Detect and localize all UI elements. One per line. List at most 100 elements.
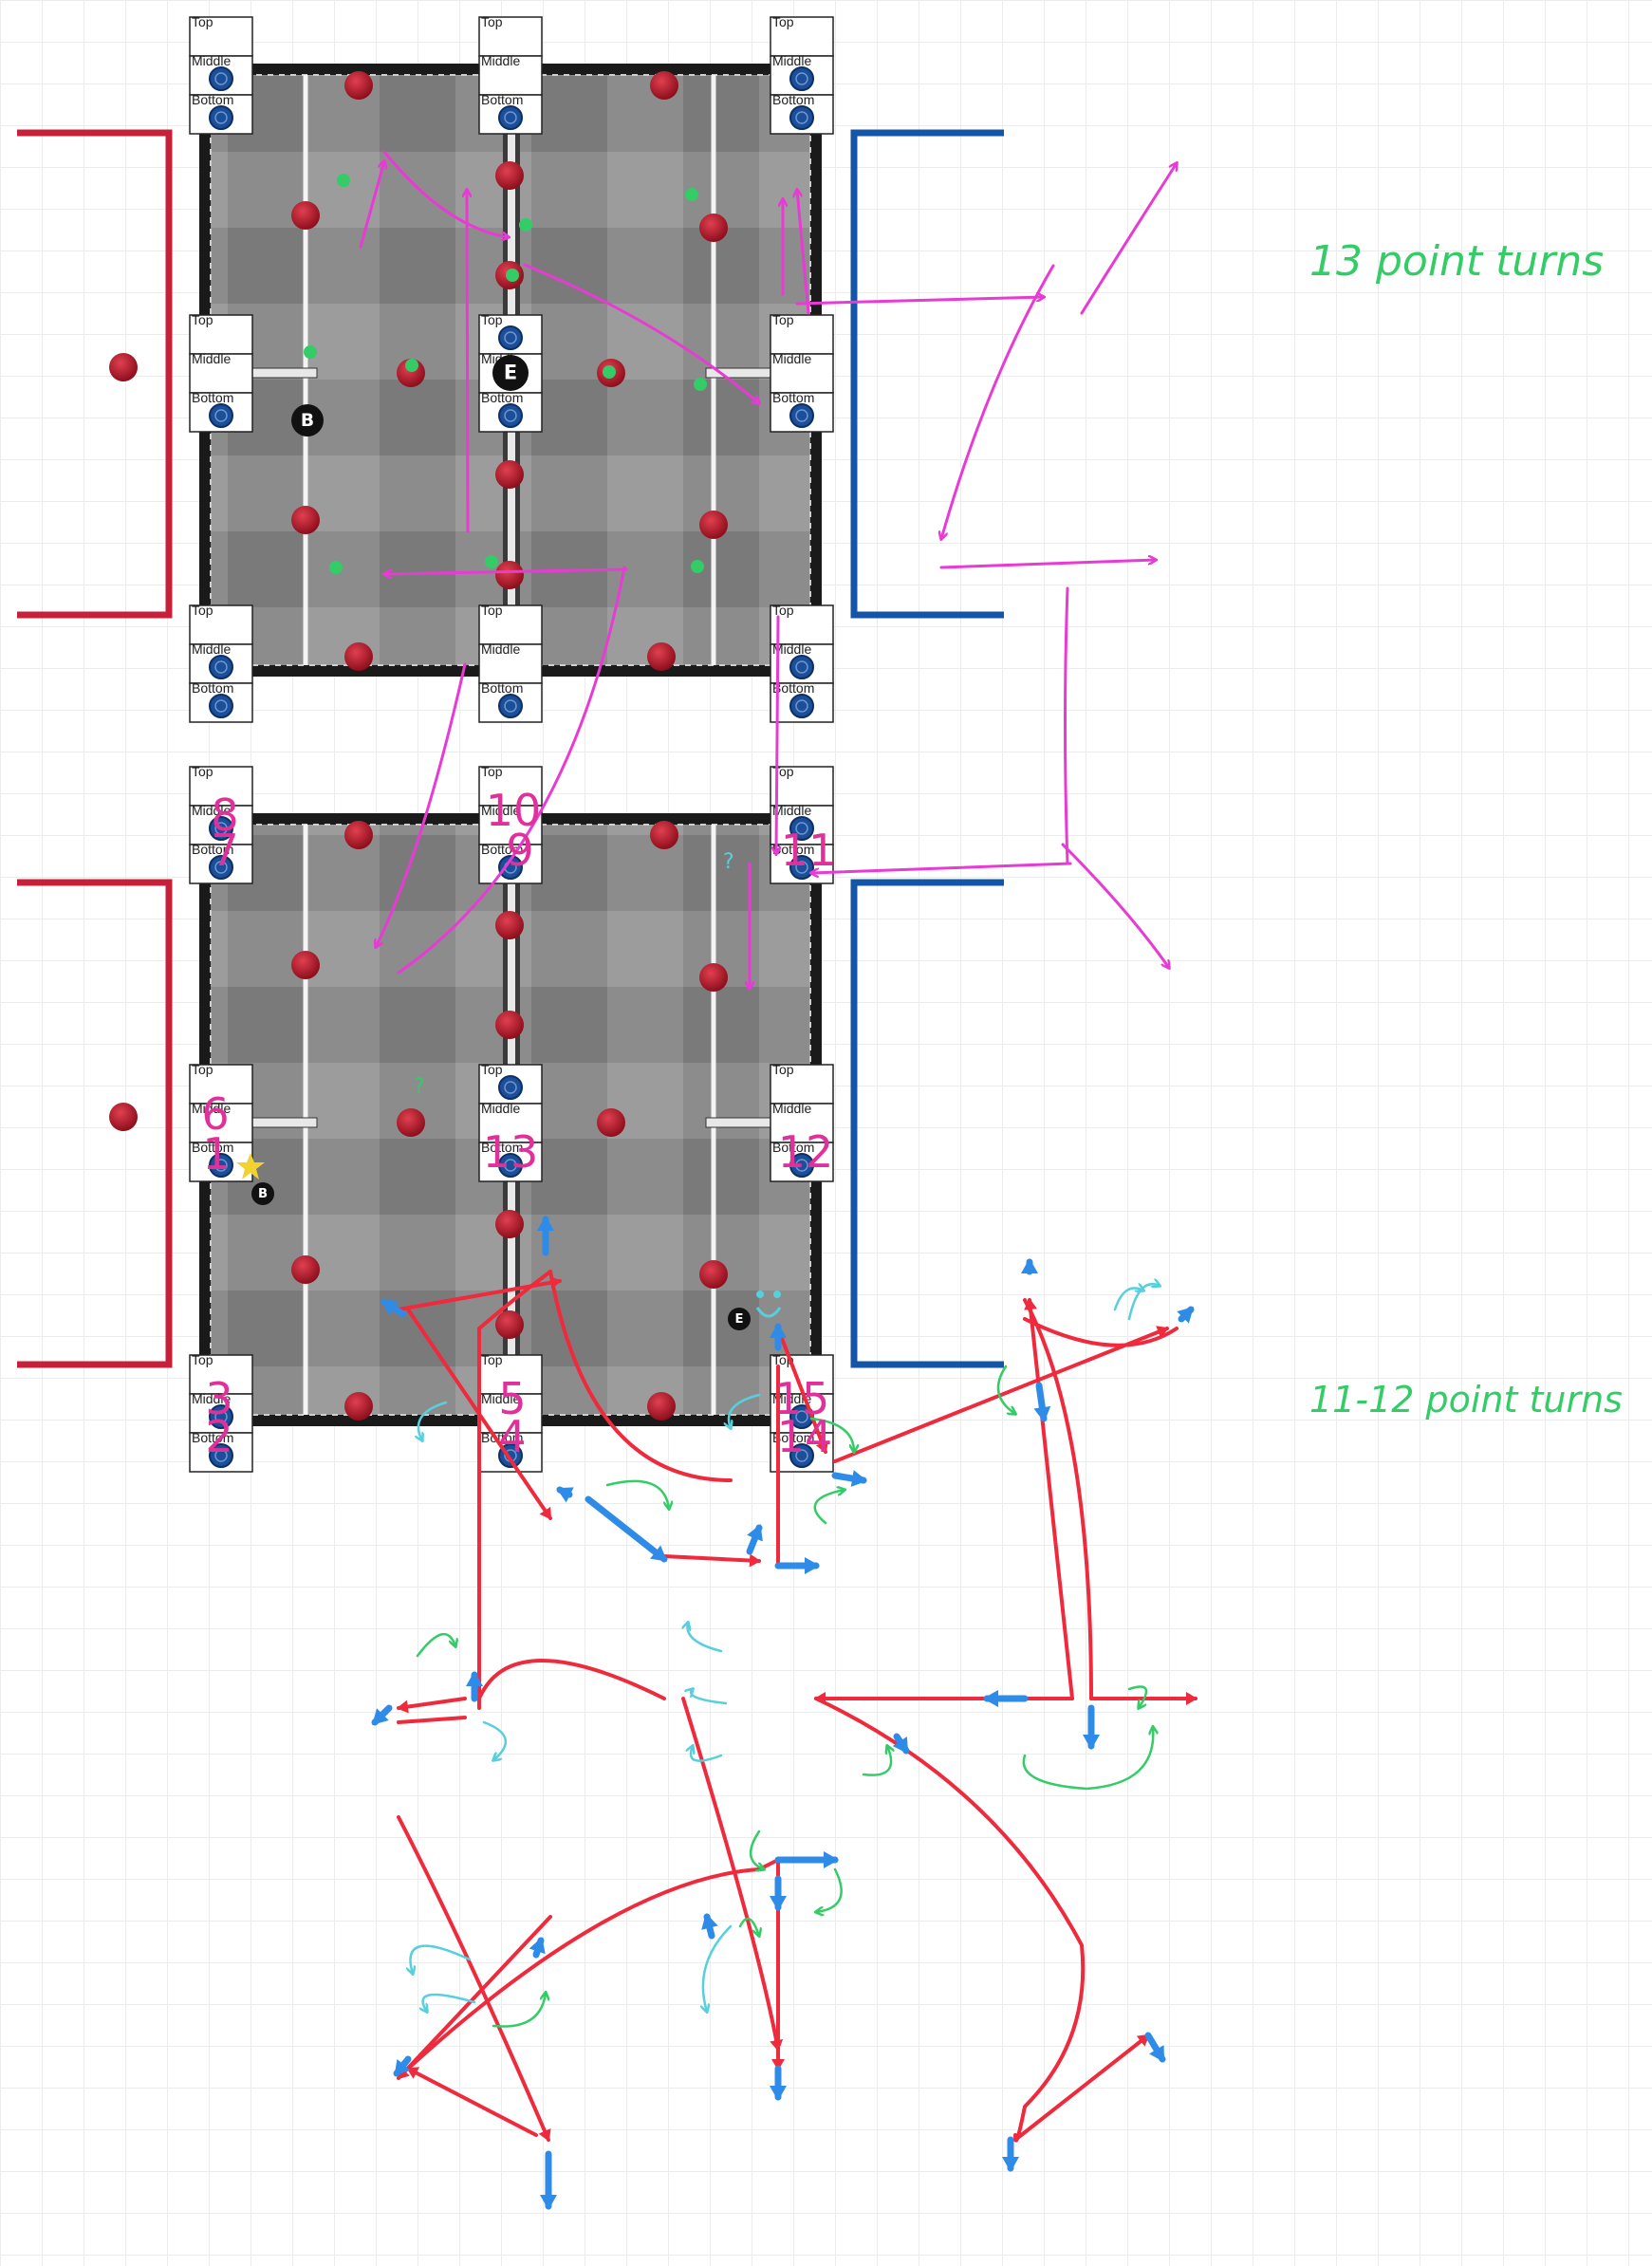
red-ball (495, 561, 524, 589)
goal-slot-label: Top (192, 764, 213, 779)
route-segment (776, 617, 778, 854)
route-segment (1082, 163, 1177, 313)
red-ball (109, 1103, 138, 1131)
svg-text:11-12 point turns: 11-12 point turns (1309, 1379, 1623, 1421)
blue-disc (499, 695, 522, 717)
smiley-eye (756, 1291, 764, 1298)
note-top-text: 13 point turns (1309, 223, 1632, 299)
heading-arrow (835, 1476, 863, 1480)
blue-disc (210, 67, 232, 90)
heading-arrow (375, 1708, 389, 1722)
position-marker-label: B (301, 411, 314, 431)
question-mark: ? (414, 1075, 425, 1099)
side-barrier (252, 1118, 317, 1127)
goal-slot-label: Middle (192, 641, 231, 657)
turn-arc (484, 1722, 506, 1760)
goal-slot-label: Middle (192, 351, 231, 366)
goal-slot-label: Bottom (772, 92, 814, 107)
blue-disc (790, 106, 813, 129)
turn-point (337, 174, 350, 187)
note-bottom-text: 11-12 point turns (1309, 1366, 1632, 1433)
turn-arc (691, 1746, 721, 1761)
red-ball (495, 911, 524, 939)
red-ball (495, 1011, 524, 1039)
goal-tower: TopMiddleBottom (479, 14, 542, 134)
goal-slot-label: Middle (192, 53, 231, 68)
red-ball (291, 201, 320, 230)
heading-arrow (750, 1528, 759, 1551)
goal-slot-label: Top (772, 312, 794, 327)
red-ball (344, 71, 373, 100)
red-ball (647, 1392, 676, 1421)
blue-alliance-zone (854, 133, 1004, 615)
heading-arrow (1148, 2035, 1162, 2059)
position-marker-label: E (734, 1312, 743, 1327)
blue-disc (790, 67, 813, 90)
blue-disc (499, 106, 522, 129)
goal-tower: TopMiddleBottom (190, 312, 252, 432)
route-segment (479, 1661, 664, 1699)
blue-disc (210, 404, 232, 427)
position-marker-label: B (258, 1187, 268, 1201)
goal-sequence-number: 11 (781, 825, 837, 876)
goal-tower: TopMiddleBottom (190, 603, 252, 722)
goal-slot-label: Middle (772, 53, 811, 68)
position-marker: B (251, 1182, 274, 1205)
turn-arc (703, 1926, 731, 2012)
route-segment (797, 297, 1044, 304)
turn-point (329, 561, 343, 574)
turn-point (506, 269, 519, 282)
goal-slot-label: Top (192, 1062, 213, 1077)
goal-slot-label: Top (192, 1352, 213, 1367)
heading-arrow (707, 1917, 712, 1936)
goal-sequence-number: 14 (777, 1411, 833, 1462)
red-ball (397, 1108, 425, 1137)
red-ball (647, 642, 676, 671)
turn-point (691, 560, 704, 573)
goal-tower: TopMiddleBottom (479, 603, 542, 722)
goal-slot-label: Top (192, 603, 213, 618)
goal-sequence-number: 2 (205, 1411, 232, 1462)
route-segment (941, 560, 1156, 567)
red-ball (650, 821, 678, 849)
red-ball (699, 1260, 728, 1289)
goal-sequence-number: 12 (778, 1126, 834, 1178)
red-alliance-zone (17, 882, 169, 1365)
red-ball (597, 1108, 625, 1137)
position-marker-label: E (504, 362, 517, 384)
side-barrier (706, 1118, 770, 1127)
red-ball (495, 161, 524, 190)
turn-point (694, 378, 707, 391)
goal-slot-label: Middle (481, 641, 520, 657)
blue-disc (210, 656, 232, 678)
turn-arc (816, 1869, 842, 1912)
question-mark: ? (723, 850, 734, 874)
side-barrier (252, 368, 317, 378)
goal-tower: TopMiddleBottom (770, 14, 833, 134)
route-segment (408, 2069, 536, 2135)
red-ball (344, 642, 373, 671)
red-ball (495, 460, 524, 489)
goal-slot-label: Middle (481, 53, 520, 68)
blue-disc (790, 656, 813, 678)
goal-sequence-number: 13 (483, 1126, 539, 1178)
blue-disc (210, 106, 232, 129)
route-segment (941, 266, 1053, 539)
turn-arc (607, 1481, 669, 1509)
route-segment (399, 1718, 465, 1722)
turn-point (405, 359, 418, 372)
goal-tower: TopMiddleBottom (190, 14, 252, 134)
red-ball (291, 1255, 320, 1284)
red-ball (699, 511, 728, 539)
turn-arc (815, 1490, 845, 1523)
red-ball (495, 1310, 524, 1339)
blue-disc (499, 326, 522, 349)
goal-slot-label: Top (481, 1352, 503, 1367)
goal-tower: TopMiddleBottom (770, 603, 833, 722)
goal-slot-label: Top (192, 312, 213, 327)
heading-arrow (897, 1737, 906, 1751)
red-ball (699, 963, 728, 992)
turn-point (485, 555, 498, 568)
route-segment (835, 1328, 1167, 1461)
route-segment (467, 190, 468, 531)
